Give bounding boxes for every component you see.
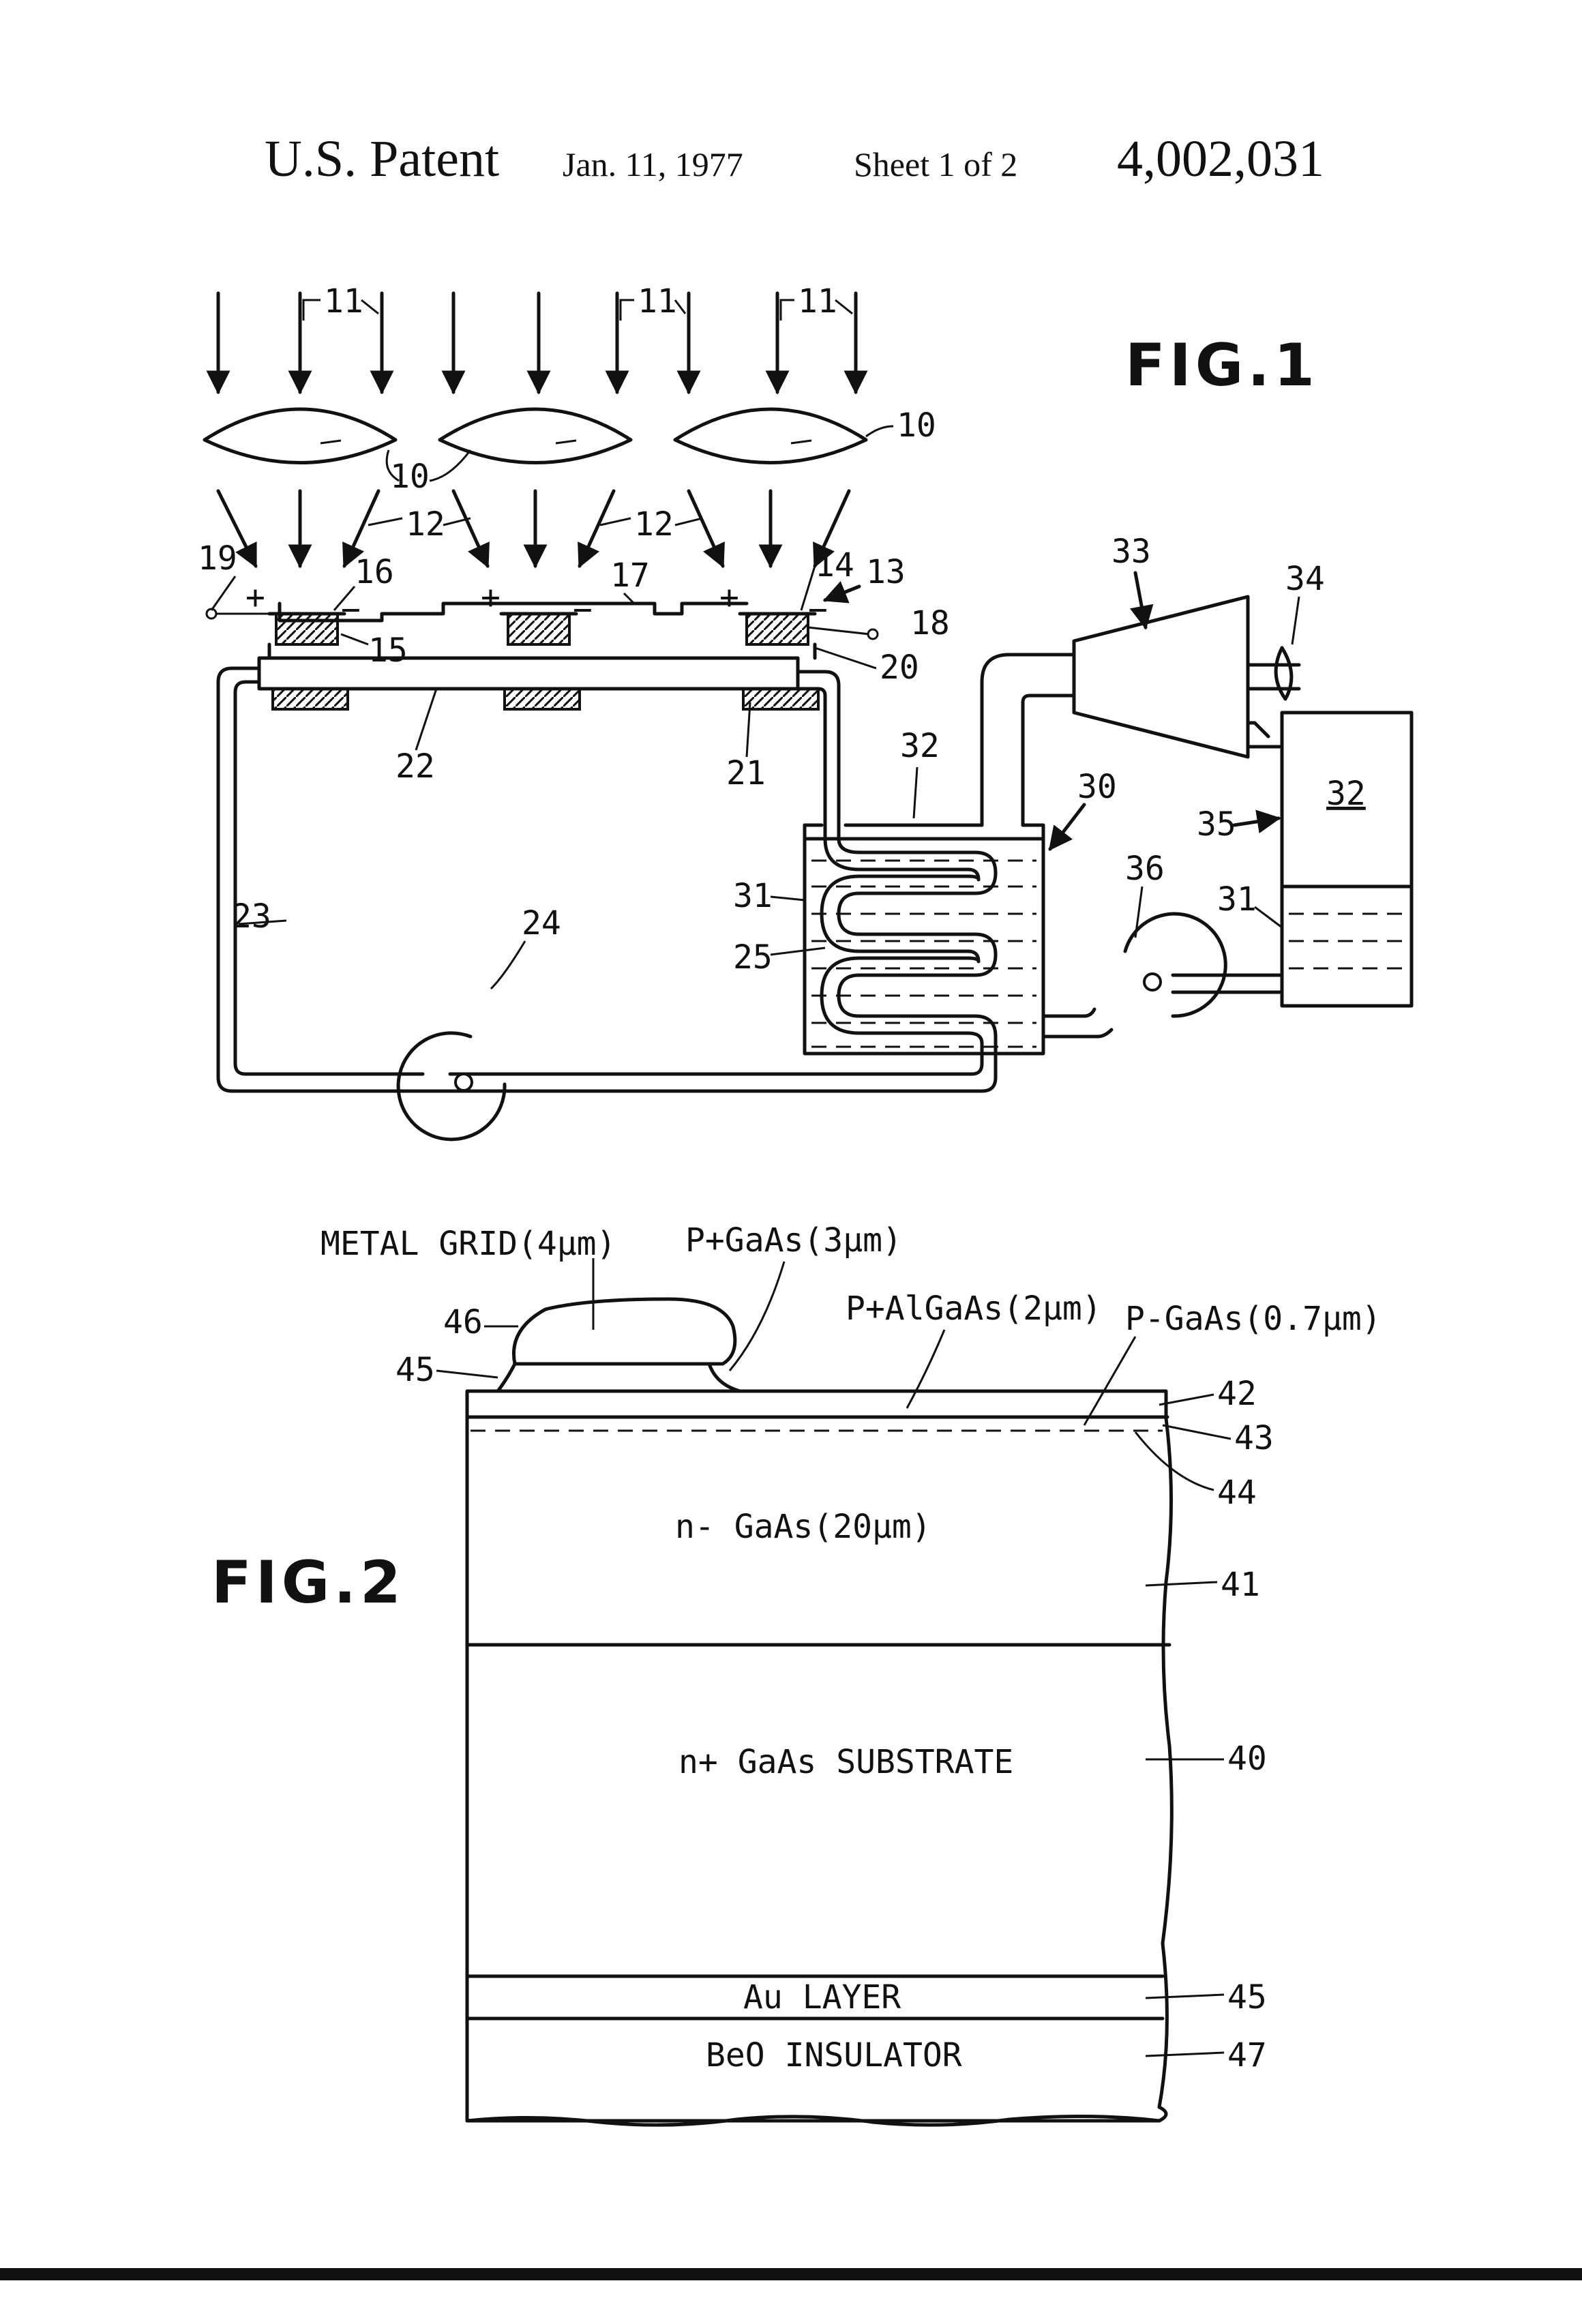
ref-44: 44 [1217,1474,1257,1512]
ref-16: 16 [355,553,394,591]
ref-11-a: 11 [324,282,363,321]
ref-45-a: 45 [395,1351,435,1389]
ref-45-b: 45 [1227,1978,1267,2016]
turbine [1074,597,1299,757]
ref-15: 15 [368,631,408,670]
ref-42: 42 [1217,1375,1257,1413]
polarity-minus-2: − [573,591,593,629]
fig1-diagram: FIG.1 11 11 11 [198,282,1412,1139]
feed-pump [1043,914,1282,1037]
ref-34: 34 [1285,560,1325,598]
ref-10-a: 10 [897,406,936,445]
ref-22: 22 [395,747,435,786]
ref-46: 46 [443,1303,483,1341]
ref-19: 19 [198,539,237,578]
bottom-rule [0,2268,1582,2280]
ref-14: 14 [815,546,854,584]
label-p-gaas-cap: P+GaAs(3µm) [685,1221,902,1260]
ref-11-brackets: 11 11 11 [303,282,852,321]
ref-43: 43 [1234,1419,1274,1457]
ref-10-b: 10 [390,458,430,496]
ref-40: 40 [1227,1740,1267,1778]
ref-32-b: 32 [1326,775,1366,813]
label-au-layer: Au LAYER [743,1978,901,2016]
label-beo: BeO INSULATOR [706,2036,962,2074]
polarity-minus-3: − [808,591,828,629]
ref-41: 41 [1221,1566,1260,1604]
concentrator-lenses: 10 10 [205,406,936,496]
ref-35: 35 [1197,805,1236,844]
label-n-gaas: n- GaAs(20µm) [675,1508,931,1546]
polarity-minus-1: − [341,591,361,629]
ref-12-a: 12 [406,505,445,543]
label-p-algaas: P+AlGaAs(2µm) [846,1290,1102,1328]
fig1-title: FIG.1 [1125,331,1319,400]
ref-36: 36 [1125,850,1165,888]
ref-23: 23 [232,897,271,936]
polarity-plus-1: + [245,578,265,616]
label-substrate: n+ GaAs SUBSTRATE [678,1743,1013,1781]
ref-33: 33 [1111,533,1151,571]
ref-31-b: 31 [1217,880,1257,919]
ref-30: 30 [1077,768,1117,806]
ref-18: 18 [910,604,950,642]
fig2-diagram: FIG.2 METAL GRID(4µm) P+GaAs(3µm) [211,1221,1382,2125]
ref-11-b: 11 [638,282,677,321]
incident-light-rays [218,293,856,392]
ref-20: 20 [880,649,919,687]
polarity-plus-2: + [481,578,501,616]
ref-24: 24 [522,904,561,942]
fig2-title: FIG.2 [211,1549,405,1617]
solar-cell-array: + − + − + − [207,578,878,709]
ref-47: 47 [1227,2036,1267,2074]
ref-11-c: 11 [798,282,837,321]
coolant-loop [218,668,996,1139]
ref-32-a: 32 [900,727,940,765]
converging-rays: 12 12 [218,491,849,566]
ref-21: 21 [726,754,766,792]
condenser-tank [1248,713,1412,1006]
ref-12-b: 12 [634,505,674,543]
ref-13: 13 [866,553,906,591]
polarity-plus-3: + [719,578,739,616]
ref-31-a: 31 [733,877,773,915]
label-p-gaas: P-GaAs(0.7µm) [1125,1300,1382,1338]
ref-25: 25 [733,938,773,977]
label-metal-grid: METAL GRID(4µm) [320,1225,616,1263]
ref-17: 17 [610,556,650,595]
